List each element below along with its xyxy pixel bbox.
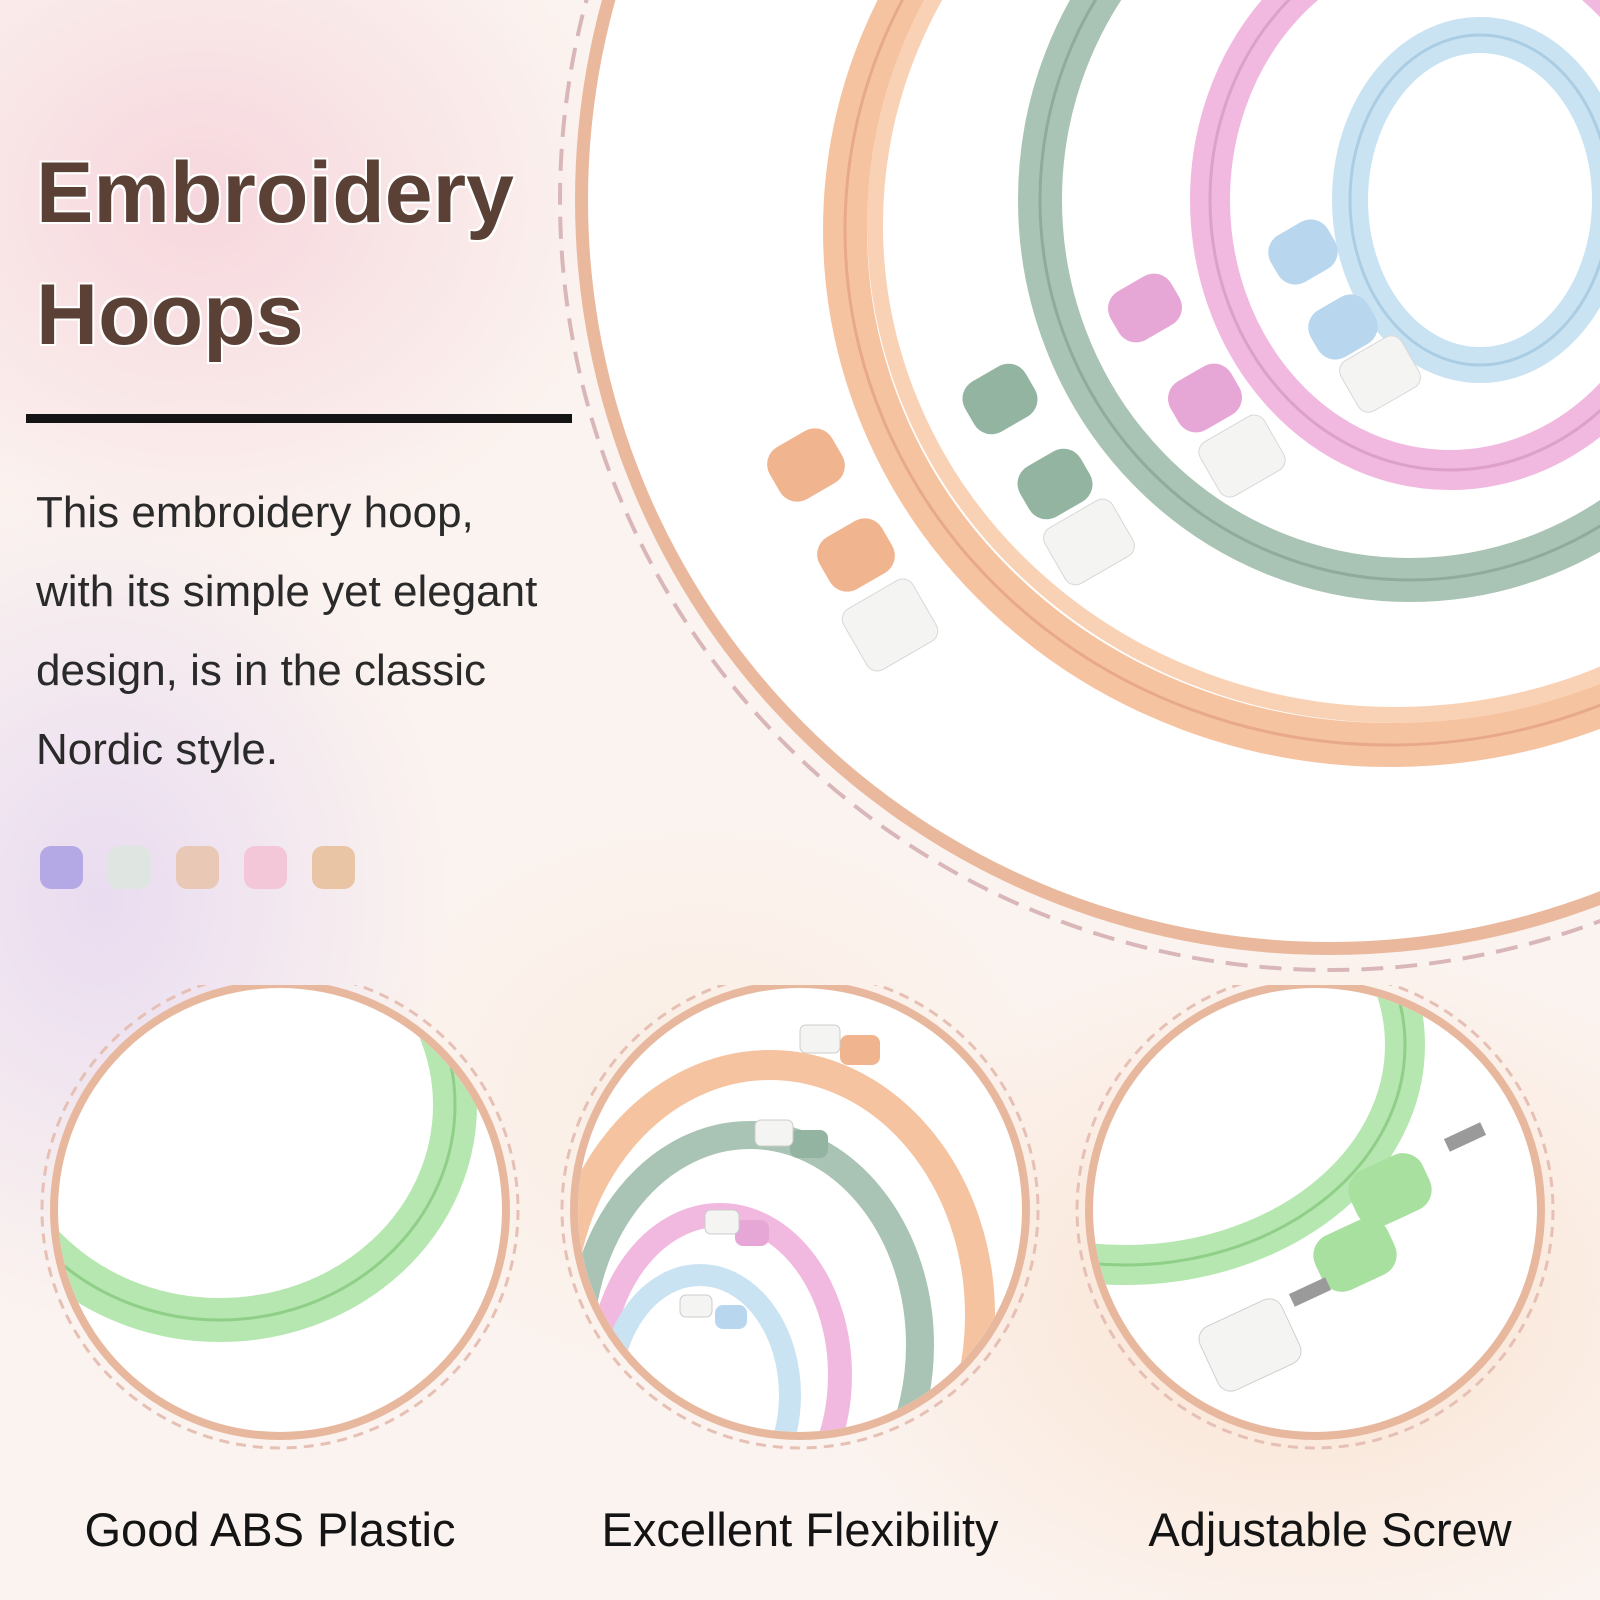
description-line: design, is in the classic	[36, 646, 486, 695]
description-line: Nordic style.	[36, 725, 279, 774]
color-swatch[interactable]	[244, 846, 287, 889]
feature-image-adjustable-screw	[1075, 985, 1555, 1450]
hero-disc-dashed-ring	[558, 0, 1600, 972]
color-swatches	[40, 846, 355, 889]
description-line: with its simple yet elegant	[36, 567, 538, 616]
pink-screw-clamp	[1108, 273, 1286, 498]
peach-hoop	[823, 0, 1600, 767]
feature-label-flexibility: Excellent Flexibility	[601, 1503, 999, 1556]
feature-image-flexibility	[560, 985, 1040, 1450]
product-description: This embroidery hoop, with its simple ye…	[36, 473, 626, 789]
color-swatch[interactable]	[312, 846, 355, 889]
blue-hoop	[1332, 17, 1600, 383]
green-screw-clamp	[962, 363, 1135, 586]
title-line: Hoops	[36, 267, 304, 363]
green-hoop	[1018, 0, 1600, 602]
color-swatch[interactable]	[176, 846, 219, 889]
title-divider	[26, 414, 572, 423]
description-line: This embroidery hoop,	[36, 488, 474, 537]
color-swatch[interactable]	[108, 846, 151, 889]
page-title: Embroidery Hoops	[36, 132, 514, 376]
feature-image-abs-plastic	[40, 985, 520, 1450]
feature-label-abs-plastic: Good ABS Plastic	[84, 1503, 456, 1556]
feature-label-adjustable-screw: Adjustable Screw	[1148, 1503, 1512, 1556]
blue-screw-clamp	[1268, 219, 1421, 413]
color-swatch[interactable]	[40, 846, 83, 889]
peach-screw-clamp	[767, 428, 939, 672]
title-line: Embroidery	[36, 145, 514, 241]
pink-hoop	[1190, 0, 1600, 490]
